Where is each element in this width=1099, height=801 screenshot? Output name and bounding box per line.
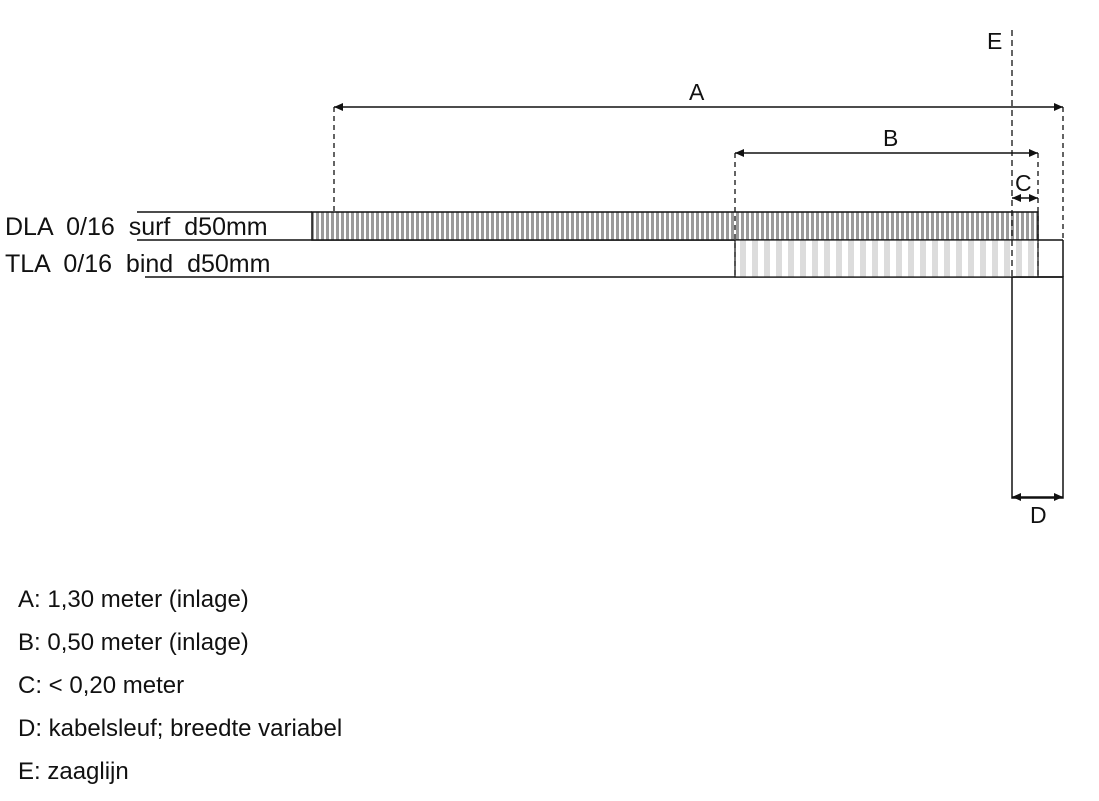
legend-item-c: C: < 0,20 meter xyxy=(18,672,185,699)
legend: A: 1,30 meter (inlage) B: 0,50 meter (in… xyxy=(18,578,342,793)
saw-line-label: E xyxy=(987,28,1002,54)
binder-inlay-hatch xyxy=(734,239,1039,278)
cable-trench xyxy=(1011,276,1064,499)
layer-label-surface: DLA 0/16 surf d50mm xyxy=(5,213,268,241)
dimension-label-d: D xyxy=(1030,502,1047,528)
dimension-label-b: B xyxy=(883,125,898,151)
surface-inlay-hatch xyxy=(311,211,1039,241)
legend-item-b: B: 0,50 meter (inlage) xyxy=(18,629,249,656)
legend-item-d: D: kabelsleuf; breedte variabel xyxy=(18,715,343,742)
legend-item-a: A: 1,30 meter (inlage) xyxy=(18,586,249,613)
layer-label-binder: TLA 0/16 bind d50mm xyxy=(5,250,270,278)
dimension-label-a: A xyxy=(689,79,705,105)
legend-item-e: E: zaaglijn xyxy=(18,758,129,785)
dimension-label-c: C xyxy=(1015,170,1032,196)
